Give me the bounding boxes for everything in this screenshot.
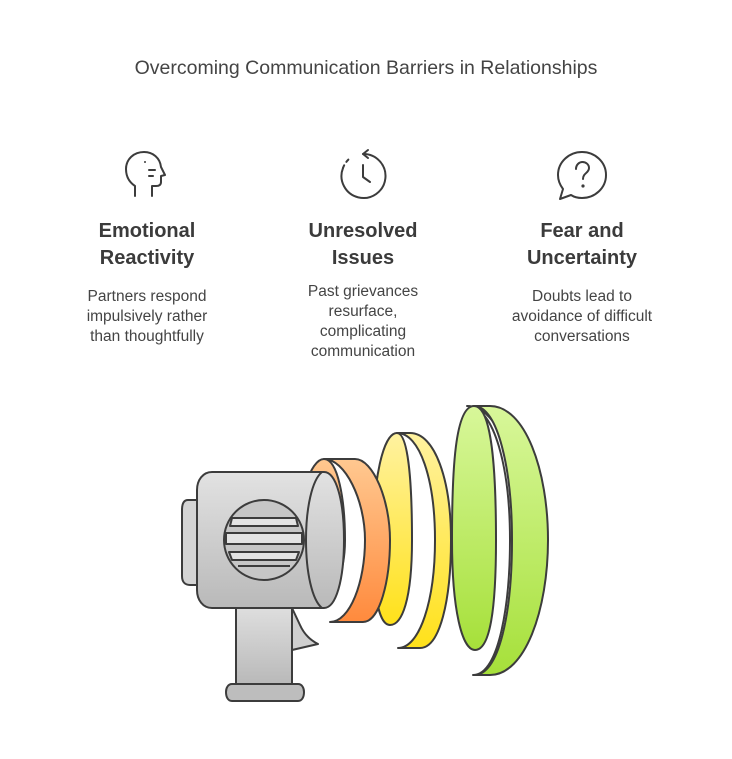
barrier-emotional-reactivity: Emotional Reactivity Partners respond im… bbox=[47, 148, 247, 347]
page-title: Overcoming Communication Barriers in Rel… bbox=[134, 57, 598, 79]
description-line: resurface, bbox=[328, 303, 398, 320]
description-line: than thoughtfully bbox=[90, 328, 204, 345]
description-line: complicating bbox=[319, 323, 407, 340]
heading-line: Fear and bbox=[540, 220, 624, 242]
heading-line: Emotional bbox=[98, 220, 196, 242]
description-line: Past grievances bbox=[307, 283, 419, 300]
head-speaking-icon bbox=[125, 151, 166, 197]
description-line: conversations bbox=[534, 328, 630, 345]
heading-line: Reactivity bbox=[99, 247, 195, 269]
description-line: avoidance of difficult bbox=[511, 308, 653, 325]
heading-line: Issues bbox=[331, 247, 395, 269]
description-line: Doubts lead to bbox=[532, 288, 632, 305]
barrier-fear-uncertainty: Fear and Uncertainty Doubts lead to avoi… bbox=[482, 148, 682, 347]
heading-line: Unresolved bbox=[308, 220, 418, 242]
description-line: communication bbox=[310, 343, 416, 360]
question-bubble-icon bbox=[557, 151, 607, 200]
description-line: Partners respond bbox=[87, 288, 207, 305]
heading-line: Uncertainty bbox=[526, 247, 638, 269]
description-line: impulsively rather bbox=[86, 308, 208, 325]
barrier-unresolved-issues: Unresolved Issues Past grievances resurf… bbox=[263, 148, 463, 362]
clock-history-icon bbox=[340, 149, 387, 199]
